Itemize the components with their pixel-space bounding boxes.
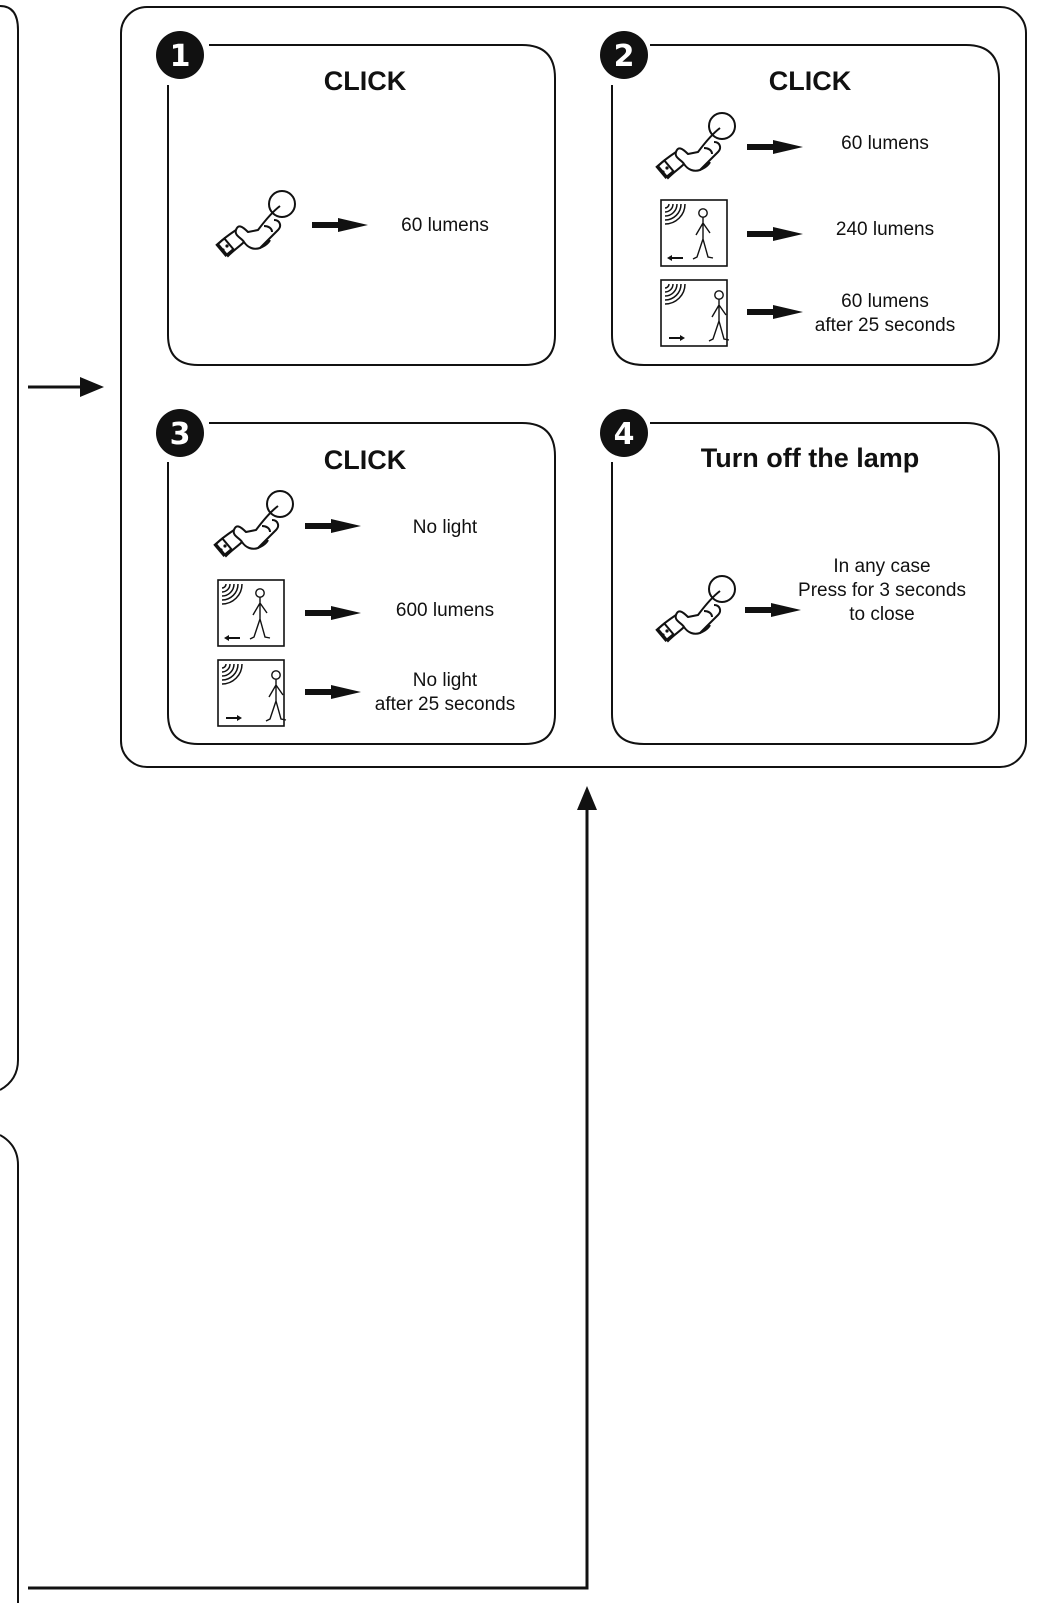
motion-sensor-approach-icon (660, 199, 728, 267)
panel-4-row-1-label: In any case Press for 3 seconds to close (798, 556, 966, 625)
panel-2-title: CLICK (768, 66, 852, 96)
svg-text:2: 2 (614, 39, 635, 74)
badge-3: 3 (156, 409, 204, 457)
hand-press-icon (655, 112, 736, 179)
panel-3-row-2-label: 600 lumens (395, 600, 495, 621)
panel-2-row-2-label: 240 lumens (835, 219, 935, 240)
arrow-icon (747, 140, 803, 154)
panel-3-title: CLICK (323, 445, 407, 475)
panel-1-row-1-label: 60 lumens (401, 215, 489, 236)
motion-sensor-leave-icon (660, 279, 730, 347)
badge-4: 4 (600, 409, 648, 457)
arrow-icon (312, 218, 368, 232)
badge-2: 2 (600, 31, 648, 79)
motion-sensor-approach-icon (217, 579, 285, 647)
arrow-icon (305, 606, 361, 620)
panel-3-row-3-label: No light after 25 seconds (374, 670, 516, 715)
hand-press-icon (655, 575, 736, 642)
arrow-icon (747, 227, 803, 241)
svg-text:1: 1 (170, 39, 191, 74)
panel-4-title: Turn off the lamp (700, 443, 920, 473)
arrow-icon (305, 519, 361, 533)
panel-3-row-1-label: No light (412, 517, 478, 538)
panel-1-title: CLICK (323, 66, 407, 96)
badge-1: 1 (156, 31, 204, 79)
panel-2-row-3-label: 60 lumens after 25 seconds (814, 291, 956, 336)
svg-text:4: 4 (614, 417, 635, 452)
hand-press-icon (213, 490, 294, 557)
motion-sensor-leave-icon (217, 659, 287, 727)
hand-press-icon (215, 190, 296, 257)
svg-text:3: 3 (170, 417, 191, 452)
panel-2-row-1-label: 60 lumens (841, 133, 929, 154)
